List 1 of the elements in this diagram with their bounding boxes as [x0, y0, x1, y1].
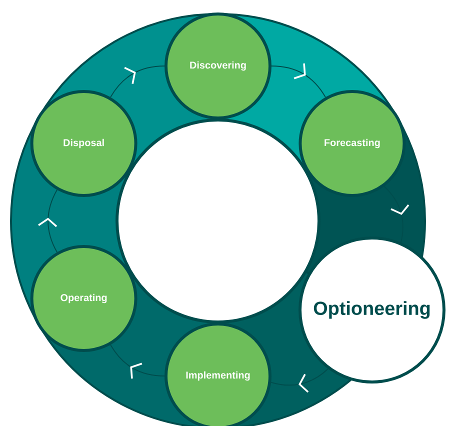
node-label: Optioneering [314, 301, 430, 319]
